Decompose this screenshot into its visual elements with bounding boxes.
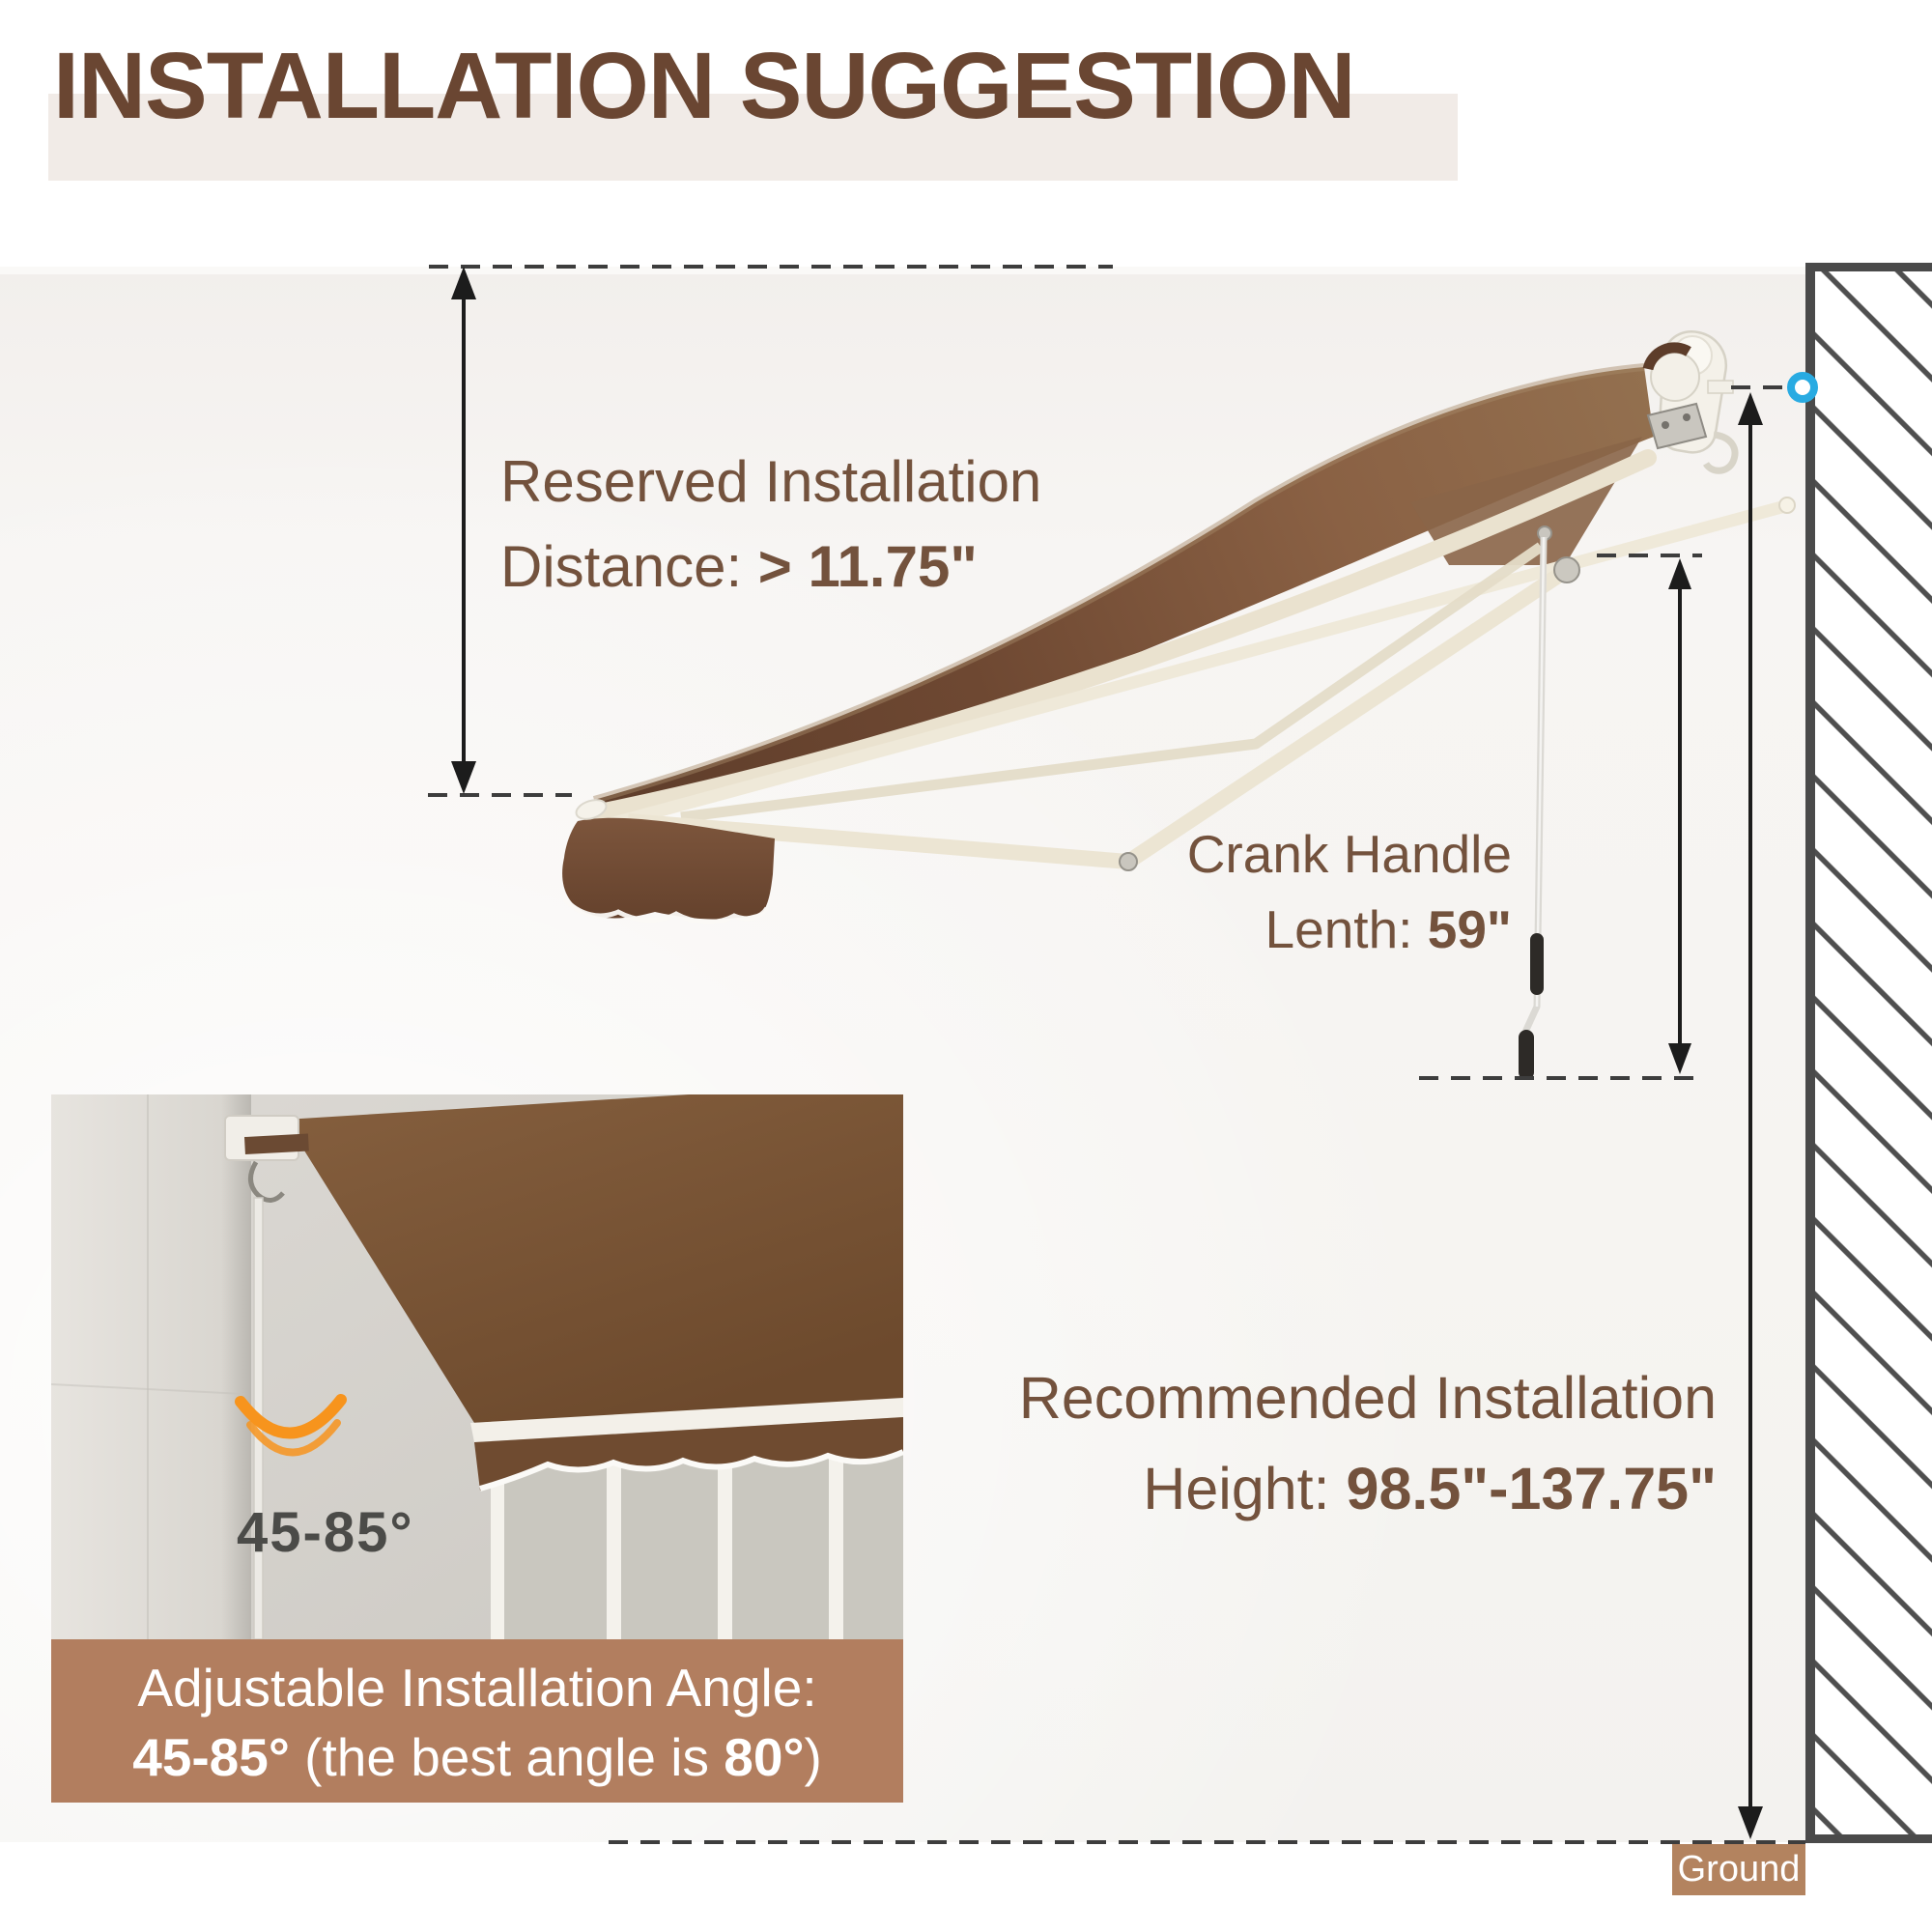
crank-length-label: Crank Handle Lenth: 59" xyxy=(1187,816,1512,967)
awning-valance xyxy=(562,799,775,925)
awning-photo xyxy=(562,329,1796,1080)
reserved-distance-label: Reserved Installation Distance: > 11.75" xyxy=(500,440,1041,610)
inset-front-bar xyxy=(470,1398,903,1442)
page-title: INSTALLATION SUGGESTION xyxy=(53,33,1356,138)
crank-handle xyxy=(1519,526,1552,1080)
crank-length-arrow xyxy=(1668,558,1691,1074)
recommended-height-label: Recommended Installation Height: 98.5"-1… xyxy=(1019,1352,1717,1534)
crank-length-line2: Lenth: 59" xyxy=(1264,899,1512,959)
angle-arc-icon xyxy=(235,1394,347,1457)
dashed-guide-line xyxy=(428,265,1805,1844)
inset-illustration xyxy=(51,1094,903,1639)
caption-line1: Adjustable Installation Angle: xyxy=(137,1658,817,1718)
crank-length-line1: Crank Handle xyxy=(1186,824,1512,884)
recommended-height-line2: Height: 98.5"-137.75" xyxy=(1143,1456,1717,1521)
ground-label: Ground xyxy=(1672,1844,1805,1895)
inset-caption: Adjustable Installation Angle: 45-85° (t… xyxy=(51,1639,903,1803)
awning-canopy xyxy=(594,367,1654,808)
inset-photo: 45-85° xyxy=(51,1094,903,1639)
installation-height-arrow xyxy=(1738,392,1763,1839)
reserved-distance-line2: Distance: > 11.75" xyxy=(500,534,978,599)
awning-front-rail xyxy=(586,449,1657,822)
measure-arrow-icon xyxy=(451,267,1763,1839)
inset-valance-trim xyxy=(479,1449,903,1492)
caption-line2: 45-85° (the best angle is 80°) xyxy=(132,1727,822,1787)
inset-window xyxy=(491,1452,903,1639)
reserved-distance-line1: Reserved Installation xyxy=(500,449,1042,514)
folding-arm-rear xyxy=(680,542,1545,823)
title-highlight-band xyxy=(48,94,1458,181)
reserved-distance-arrow xyxy=(451,267,476,794)
inset-canopy xyxy=(285,1094,903,1423)
support-pole xyxy=(600,499,1792,832)
recommended-height-line1: Recommended Installation xyxy=(1018,1365,1717,1431)
angle-range-badge: 45-85° xyxy=(237,1501,414,1564)
mount-point-ring-icon xyxy=(1787,372,1818,403)
inset-valance xyxy=(474,1417,903,1491)
wall-bracket xyxy=(1642,329,1739,474)
wall-hatch-pattern xyxy=(1815,271,1932,1834)
crank-hook xyxy=(1703,431,1739,474)
wall-section xyxy=(1805,263,1932,1843)
